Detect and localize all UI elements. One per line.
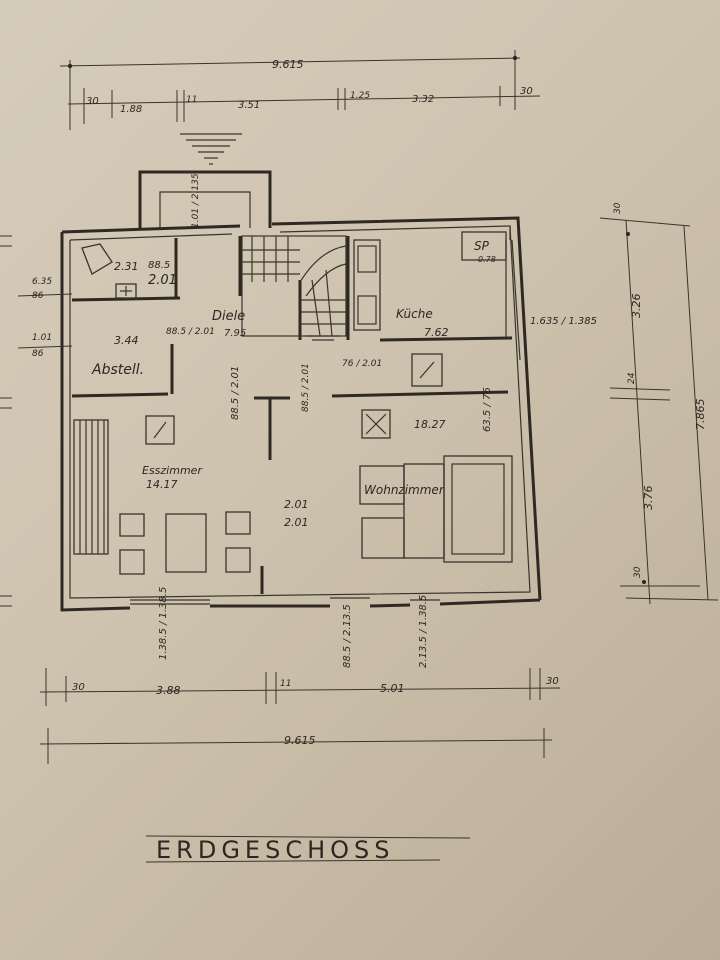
room-labels: 2.31 Diele 7.95 Küche 7.62 SP 0.78 3.44 … (91, 239, 496, 497)
abstell-area: 3.44 (114, 334, 139, 347)
left-dimensions: 6.35 86 1.01 86 (0, 235, 73, 607)
dim-abstell-door: 88.5 / 2.01 (166, 327, 215, 337)
bottom-dim-5: 30 (546, 676, 559, 687)
bottom-dim-total: 9.615 (284, 734, 316, 747)
dim-bottom-window-1: 1.38.5 / 1.38.5 (158, 587, 169, 660)
bottom-dim-3: 11 (280, 679, 291, 689)
dim-top-seg-1: 30 (86, 96, 99, 107)
right-dimensions: 30 3.26 24 3.76 30 7.865 (599, 202, 719, 605)
entrance-symbol (180, 133, 242, 165)
dim-top-seg-7: 30 (520, 86, 533, 97)
right-dim-1: 30 (613, 202, 623, 214)
dim-top-seg-2: 1.88 (120, 104, 142, 115)
bottom-windows (130, 597, 440, 605)
abstell-label: Abstell. (91, 362, 144, 378)
bottom-dim-4: 5.01 (380, 682, 405, 695)
wc-fixtures (81, 243, 137, 299)
bottom-dimensions: 30 3.88 11 5.01 30 9.615 (39, 668, 561, 764)
dim-central: 2.01 (284, 498, 309, 511)
interior-dimensions: 88.5 2.01 88.5 / 2.01 76 / 2.01 1.635 / … (148, 260, 597, 668)
right-dim-4: 3.76 (642, 486, 655, 511)
dim-top-seg-5: 1.25 (350, 91, 370, 101)
right-dim-5: 30 (633, 566, 643, 578)
kitchen-fixtures (353, 231, 521, 387)
sp-label: SP (474, 239, 490, 253)
top-dimensions: 9.615 30 1.88 11 3.51 1.25 3.32 30 (59, 50, 541, 130)
dim-living-window: 63.5 / 76 (482, 387, 493, 432)
kueche-area: 7.62 (424, 326, 449, 339)
dim-top-total: 9.615 (272, 58, 304, 71)
bottom-dim-1: 30 (72, 682, 85, 693)
right-dim-2: 3.26 (630, 294, 643, 319)
dim-kueche-door: 76 / 2.01 (342, 359, 382, 369)
dim-top-seg-6: 3.32 (412, 94, 434, 105)
dim-wc-dim: 88.5 (148, 260, 170, 271)
title-block: ERDGESCHOSS (145, 835, 471, 864)
dim-diele-door: 88.5 / 2.01 (230, 366, 241, 420)
dim-wc-height: 2.01 (148, 273, 177, 288)
dim-stair-opening: 1.01 / 2.135 (191, 173, 201, 228)
left-dim-4: 86 (32, 349, 44, 359)
dim-top-seg-3: 11 (186, 95, 197, 105)
living-furniture (359, 409, 513, 563)
right-dim-total: 7.865 (694, 399, 707, 431)
sheet-title: ERDGESCHOSS (156, 836, 394, 864)
essz-label: Esszimmer (142, 464, 203, 477)
kueche-label: Küche (396, 307, 433, 321)
right-dim-3: 24 (627, 372, 637, 384)
bottom-dim-2: 3.88 (156, 684, 181, 697)
sp-value: 0.78 (478, 255, 496, 264)
diele-area: 7.95 (224, 328, 246, 339)
dim-central-sub: 2.01 (284, 516, 309, 529)
dim-kueche-window: 1.635 / 1.385 (530, 316, 597, 327)
dim-hall-opening: 88.5 / 2.01 (301, 363, 311, 412)
diele-label: Diele (212, 309, 245, 324)
left-dim-3: 1.01 (32, 333, 52, 343)
interior-walls (71, 236, 513, 594)
wohnz-label: Wohnzimmer (364, 483, 445, 497)
staircase (241, 235, 347, 341)
dining-furniture (73, 415, 251, 575)
dim-top-seg-4: 3.51 (238, 100, 260, 111)
outer-walls (60, 216, 542, 612)
dim-bottom-window-3: 2.13.5 / 1.38.5 (418, 595, 429, 668)
wohnz-area: 18.27 (414, 418, 446, 431)
wc-area: 2.31 (114, 260, 139, 273)
left-dim-1: 6.35 (32, 277, 52, 287)
essz-area: 14.17 (146, 478, 178, 491)
entrance-porch: 1.01 / 2.135 (138, 170, 272, 230)
left-dim-2: 86 (32, 291, 44, 301)
dim-bottom-window-2: 88.5 / 2.13.5 (342, 604, 353, 668)
